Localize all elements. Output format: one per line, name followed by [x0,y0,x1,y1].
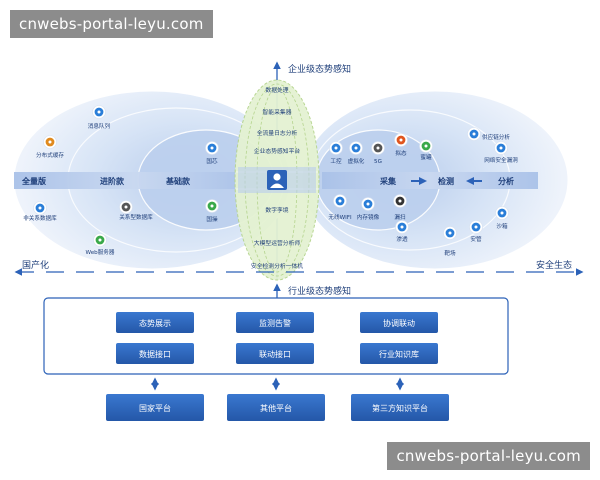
memory-icon [361,197,375,211]
virtualization-icon [349,141,363,155]
external-platform-label: 国家平台 [139,403,171,413]
center-item: 智能采集器 [263,108,292,116]
platform-button-label: 监测告警 [259,318,291,328]
center-item: 大模型运营分析师 [254,239,301,247]
center-item: 企业态势感知平台 [254,147,301,155]
lens-item-label: 拟态 [395,149,407,157]
right-axis-label: 安全生态 [536,259,572,271]
external-platform-label: 第三方知识平台 [372,403,428,413]
platform-button[interactable]: 协调联动 [360,312,438,333]
mimic-icon [394,133,408,147]
center-item: 安全检测分析一体机 [251,262,303,270]
scan-icon [393,194,407,208]
band-analyze: 分析 [498,176,514,186]
right-band [322,172,538,189]
cache-icon [43,135,57,149]
platform-button[interactable]: 联动接口 [236,343,314,364]
platform-button[interactable]: 数据接口 [116,343,194,364]
platform-button-label: 数据接口 [139,349,171,359]
sandbox-icon [495,206,509,220]
lens-item-label: 虚拟化 [348,157,365,165]
center-item: 数字孪境 [265,206,288,214]
watermark-top: cnwebs-portal-leyu.com [10,10,213,38]
security-mgmt-icon [469,220,483,234]
band-full: 全量版 [21,176,46,186]
external-platform-button[interactable]: 第三方知识平台 [351,394,449,421]
left-lens: 全量版 进阶款 基础款 [13,90,291,270]
watermark-bottom: cnwebs-portal-leyu.com [387,442,590,470]
range-icon [443,226,457,240]
right-lens: 采集 检测 分析 [301,90,569,270]
lens-item-label: 靶场 [444,249,456,257]
band-basic: 基础款 [165,176,191,186]
honeypot-icon [419,139,433,153]
band-advanced: 进阶款 [100,176,125,186]
platform-button-label: 联动接口 [259,349,291,359]
platform-button[interactable]: 态势展示 [116,312,194,333]
band-collect: 采集 [379,176,397,186]
nosql-icon [33,201,47,215]
lens-item-label: 国操 [206,215,218,223]
industrial-icon [329,141,343,155]
web-server-icon [93,233,107,247]
lens-item-label: 供应链分析 [482,133,510,141]
band-arrow-right [466,177,482,185]
lens-item-label: 非关系数据库 [23,214,57,222]
tower-5g-icon [371,141,385,155]
penetration-icon [395,220,409,234]
top-axis-label: 企业级态势感知 [288,63,351,75]
vuln-icon [494,141,508,155]
center-item: 数据处理 [265,86,288,94]
chip-icon [205,141,219,155]
center-item: 全流量日志分析 [257,129,298,137]
band-detect: 检测 [438,176,454,186]
lens-item-label: 沙箱 [496,222,508,230]
wifi-icon [333,194,347,208]
lens-item-label: 网络安全漏洞 [484,156,518,164]
external-platform-button[interactable]: 国家平台 [106,394,204,421]
platform-button-label: 行业知识库 [379,349,419,359]
os-icon [205,199,219,213]
mid-axis-label: 行业级态势感知 [288,285,351,297]
platform-button-label: 协调联动 [383,318,415,328]
lens-item-label: 安管 [470,235,482,243]
left-band [14,172,254,189]
external-platform-label: 其他平台 [260,403,292,413]
lens-item-label: 内存镜像 [357,213,380,221]
band-arrow-left [411,177,427,185]
left-axis-label: 国产化 [22,259,49,271]
platform-button[interactable]: 行业知识库 [360,343,438,364]
lens-item-label: 蜜罐 [420,153,432,161]
lens-item-label: Web服务器 [86,248,115,256]
lens-item-label: 关系型数据库 [119,213,153,221]
lens-item-label: 5G [374,159,382,165]
lens-item-label: 消息队列 [88,122,111,130]
database-icon [119,200,133,214]
lens-item-label: 漏扫 [394,213,406,221]
lens-item-label: 工控 [330,157,342,165]
lens-item-label: 无线WIFI [328,213,352,221]
lens-item-label: 国芯 [206,157,218,165]
lens-item-label: 分布式缓存 [36,151,64,159]
external-platform-button[interactable]: 其他平台 [227,394,325,421]
platform-button-label: 态势展示 [139,318,171,328]
queue-icon [92,105,106,119]
platform-button[interactable]: 监测告警 [236,312,314,333]
user-icon [270,173,284,188]
lens-item-label: 渗透 [396,235,408,243]
supply-chain-icon [467,127,481,141]
